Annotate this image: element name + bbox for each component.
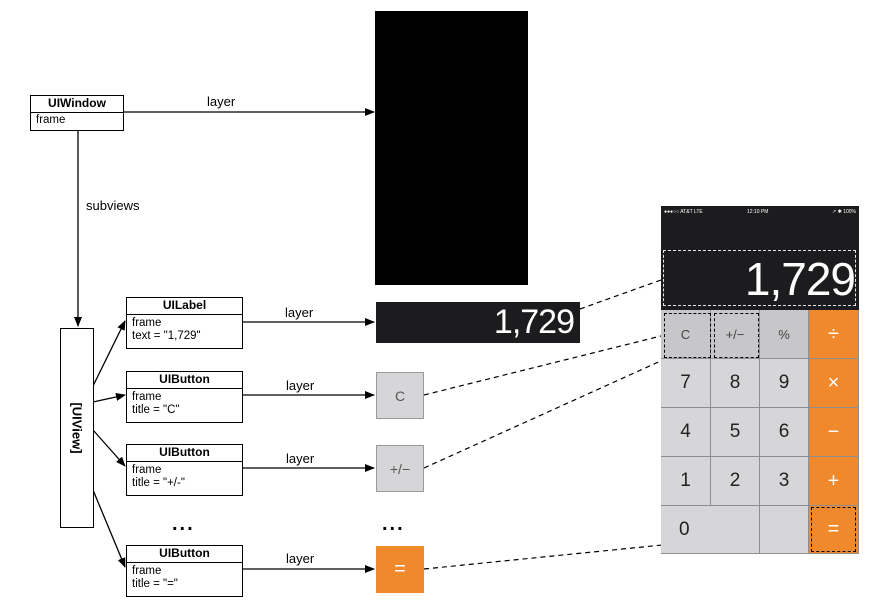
- window-layer: [375, 11, 528, 285]
- button-pm-layer-text: +/−: [389, 460, 411, 477]
- button-c-layer-label: layer: [286, 378, 315, 393]
- uiview-to-label-arrow: [92, 320, 126, 387]
- status-right: ↗ ✱ 100%: [832, 209, 856, 215]
- c-dashed-line: [423, 334, 666, 396]
- uiview-to-button-pm-arrow: [92, 429, 126, 467]
- key-1[interactable]: 1: [661, 457, 711, 506]
- display-highlight: [663, 250, 856, 306]
- uiview-to-button-c-arrow: [92, 393, 126, 403]
- key-plus-minus[interactable]: +/−: [711, 310, 760, 359]
- label-layer-text: 1,729: [493, 303, 575, 341]
- key-divide[interactable]: ÷: [809, 310, 859, 359]
- button-c-layer: C: [376, 372, 424, 419]
- key-5[interactable]: 5: [711, 408, 760, 457]
- uibutton-c-title: UIButton: [127, 372, 242, 389]
- key-3[interactable]: 3: [760, 457, 809, 506]
- status-time: 12:10 PM: [747, 209, 769, 215]
- uibutton-pm-attr-title: title = "+/-": [132, 477, 185, 489]
- key-4[interactable]: 4: [661, 408, 711, 457]
- button-eq-layer: =: [376, 546, 424, 593]
- uiwindow-title: UIWindow: [31, 96, 123, 113]
- uilabel-attr-text: text = "1,729": [132, 330, 201, 342]
- key-minus[interactable]: −: [809, 408, 859, 457]
- label-layer-display: 1,729: [376, 302, 580, 343]
- key-plus[interactable]: +: [809, 457, 859, 506]
- uibutton-c-attrs: frame title = "C": [127, 389, 242, 417]
- uibutton-c-attr-frame: frame: [132, 391, 162, 403]
- uibutton-eq-attr-title: title = "=": [132, 578, 178, 590]
- equals-key-highlight: [811, 507, 856, 552]
- key-percent[interactable]: %: [760, 310, 809, 359]
- uilabel-attrs: frame text = "1,729": [127, 315, 242, 343]
- uibutton-pm-attrs: frame title = "+/-": [127, 462, 242, 490]
- uibutton-eq-attr-frame: frame: [132, 565, 162, 577]
- calculator-screenshot: ●●●○○ AT&T LTE 12:10 PM ↗ ✱ 100% 1,729 C…: [661, 206, 859, 554]
- layer-ellipsis: ...: [382, 513, 405, 535]
- uiview-to-button-eq-arrow: [92, 489, 126, 568]
- key-8[interactable]: 8: [711, 359, 760, 408]
- key-0[interactable]: 0: [661, 506, 760, 554]
- status-carrier: ●●●○○ AT&T LTE: [664, 209, 703, 215]
- uiwindow-class-box: UIWindow frame: [30, 95, 124, 131]
- uibutton-eq-class-box: UIButton frame title = "=": [126, 545, 243, 597]
- uibutton-eq-attrs: frame title = "=": [127, 563, 242, 591]
- button-c-layer-text: C: [394, 387, 406, 404]
- button-pm-layer-label: layer: [286, 451, 315, 466]
- clear-key-highlight: [664, 313, 711, 358]
- calculator-keypad: C +/− % ÷ 7 8 9 × 4 5 6 − 1 2 3 + 0 =: [661, 310, 859, 554]
- key-9[interactable]: 9: [760, 359, 809, 408]
- key-clear[interactable]: C: [661, 310, 711, 359]
- status-bar: ●●●○○ AT&T LTE 12:10 PM ↗ ✱ 100%: [661, 206, 859, 218]
- uiview-array-label: [UIView]: [69, 402, 85, 454]
- key-2[interactable]: 2: [711, 457, 760, 506]
- uibutton-c-class-box: UIButton frame title = "C": [126, 371, 243, 423]
- class-ellipsis: ...: [172, 513, 195, 535]
- uilabel-attr-frame: frame: [132, 317, 162, 329]
- plus-minus-key-highlight: [714, 313, 759, 358]
- calculator-display: 1,729: [744, 253, 856, 305]
- uiwindow-attr: frame: [36, 114, 66, 126]
- button-eq-layer-text: =: [394, 558, 406, 580]
- button-eq-layer-label: layer: [286, 551, 315, 566]
- uibutton-c-attr-title: title = "C": [132, 404, 180, 416]
- window-layer-label: layer: [207, 94, 236, 109]
- key-decimal[interactable]: [760, 506, 809, 554]
- label-layer-label: layer: [285, 305, 314, 320]
- uilabel-class-box: UILabel frame text = "1,729": [126, 297, 243, 349]
- key-equals[interactable]: =: [809, 506, 859, 554]
- key-6[interactable]: 6: [760, 408, 809, 457]
- subviews-label: subviews: [86, 198, 140, 213]
- uilabel-title: UILabel: [127, 298, 242, 315]
- uibutton-pm-title: UIButton: [127, 445, 242, 462]
- key-multiply[interactable]: ×: [809, 359, 859, 408]
- button-pm-layer: +/−: [376, 445, 424, 492]
- key-7[interactable]: 7: [661, 359, 711, 408]
- uibutton-eq-title: UIButton: [127, 546, 242, 563]
- uibutton-pm-class-box: UIButton frame title = "+/-": [126, 444, 243, 496]
- display-dashed-line: [579, 279, 662, 310]
- uibutton-pm-attr-frame: frame: [132, 464, 162, 476]
- uiview-array-box: [UIView]: [60, 328, 94, 528]
